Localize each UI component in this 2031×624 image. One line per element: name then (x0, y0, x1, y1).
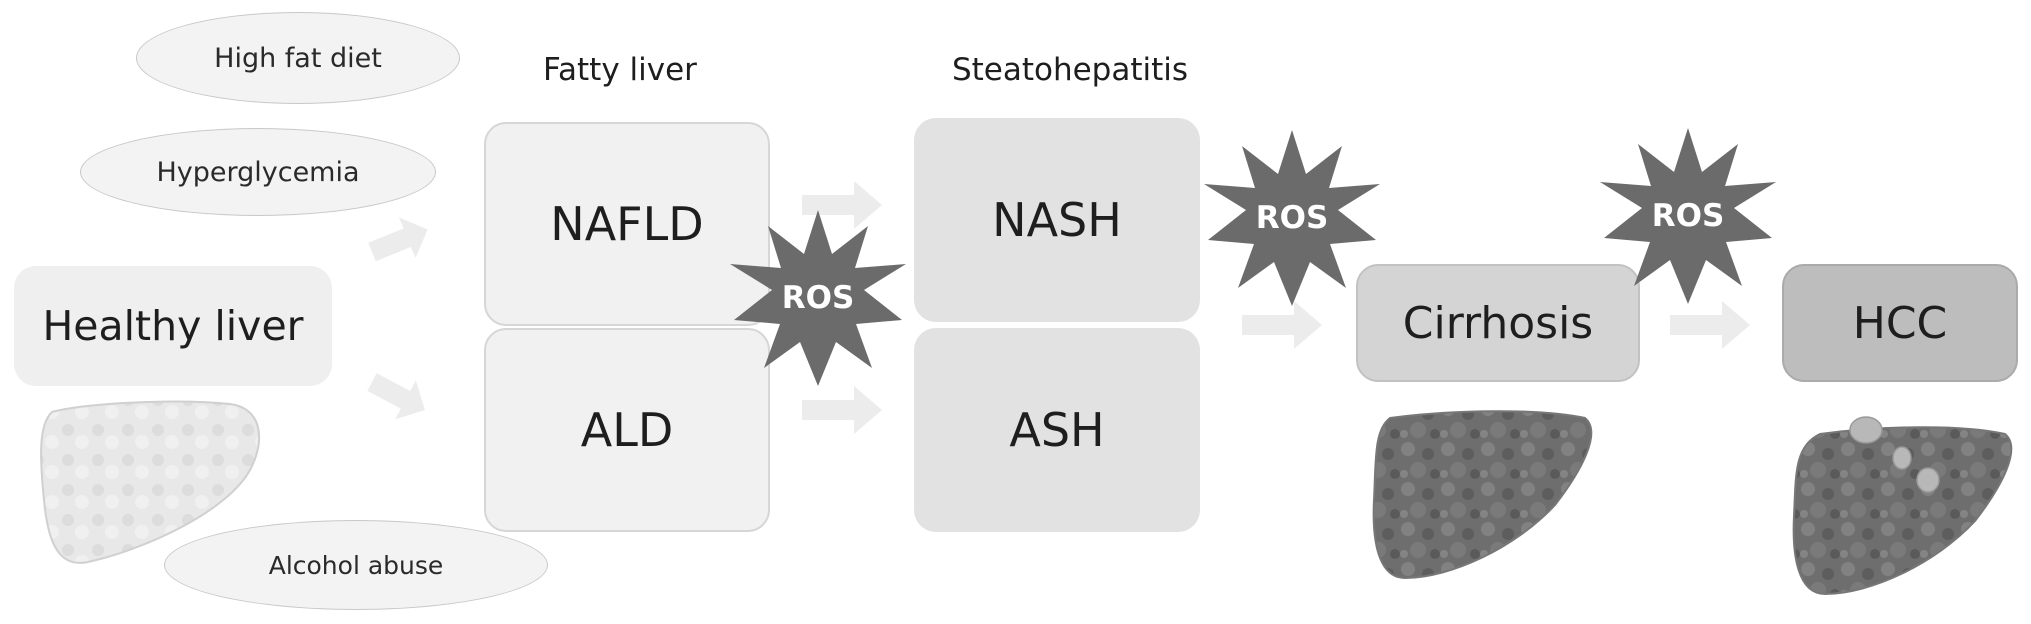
hcc-liver-icon (1792, 426, 2013, 596)
ald-label: ALD (580, 403, 674, 457)
risk-hyperglycemia-label: Hyperglycemia (156, 156, 360, 188)
cirrhotic-liver-icon (1372, 410, 1593, 580)
healthy-liver-label: Healthy liver (42, 302, 304, 350)
ros-burst-icon (1600, 128, 1776, 304)
flow-arrows (367, 181, 1750, 434)
risk-high-fat-diet-label: High fat diet (214, 42, 382, 74)
risk-alcohol-abuse-label: Alcohol abuse (268, 550, 444, 580)
nash-label: NASH (992, 193, 1122, 247)
ros-burst-icon (730, 210, 906, 386)
flow-arrow-icon (368, 217, 428, 262)
flow-arrow-icon (802, 386, 882, 434)
healthy-liver-icon (40, 400, 261, 564)
hcc-label: HCC (1852, 297, 1948, 349)
ros-label-1: ROS (768, 278, 868, 318)
ros-label-3: ROS (1638, 196, 1738, 236)
cirrhosis-label: Cirrhosis (1402, 297, 1594, 349)
risk-hyperglycemia: Hyperglycemia (80, 128, 436, 216)
healthy-liver-box: Healthy liver (14, 266, 332, 386)
steatohepatitis-heading-text: Steatohepatitis (951, 52, 1189, 88)
ros-label-text: ROS (781, 280, 855, 316)
flow-arrow-icon (367, 373, 425, 420)
hcc-box: HCC (1782, 264, 2018, 382)
fatty-liver-heading-text: Fatty liver (543, 52, 697, 88)
nafld-box: NAFLD (484, 122, 770, 326)
cirrhosis-box: Cirrhosis (1356, 264, 1640, 382)
flow-arrow-icon (1242, 301, 1322, 349)
ros-label-text: ROS (1255, 200, 1329, 236)
risk-high-fat-diet: High fat diet (136, 12, 460, 104)
steatohepatitis-heading: Steatohepatitis (900, 48, 1240, 92)
ros-burst-icon (1204, 130, 1380, 306)
nash-box: NASH (914, 118, 1200, 322)
ash-box: ASH (914, 328, 1200, 532)
ald-box: ALD (484, 328, 770, 532)
fatty-liver-heading: Fatty liver (480, 48, 760, 92)
flow-arrow-icon (802, 181, 882, 229)
tumor-nodules (1849, 416, 1940, 493)
risk-alcohol-abuse: Alcohol abuse (164, 520, 548, 610)
nafld-label: NAFLD (550, 197, 704, 251)
ros-label-text: ROS (1651, 198, 1725, 234)
flow-arrow-icon (1670, 301, 1750, 349)
ash-label: ASH (1009, 403, 1105, 457)
ros-label-2: ROS (1242, 198, 1342, 238)
